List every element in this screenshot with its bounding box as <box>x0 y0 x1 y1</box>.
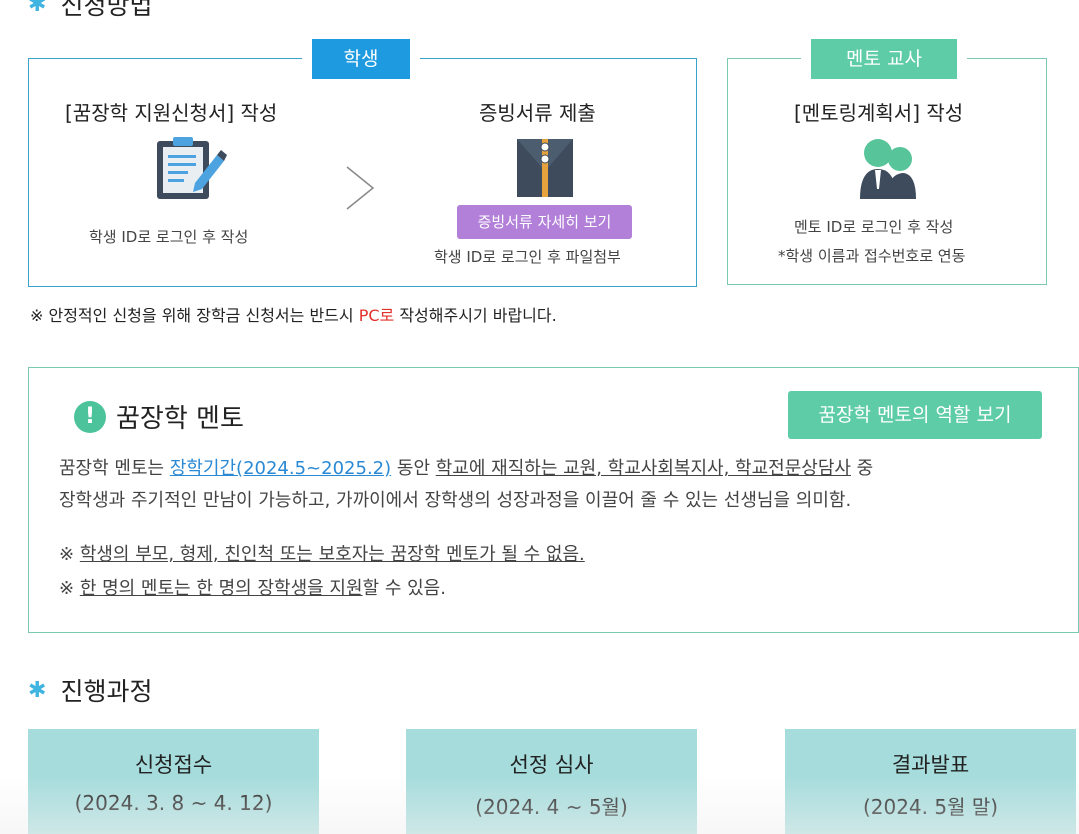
pc-notice-prefix: ※ 안정적인 신청을 위해 장학금 신청서는 반드시 <box>30 306 359 325</box>
note1-text: 학생의 부모, 형제, 친인척 또는 보호자는 꿈장학 멘토가 될 수 없음. <box>79 544 585 565</box>
pc-notice-suffix: 작성해주시기 바랍니다. <box>394 306 557 325</box>
process-step-date: (2024. 5월 말) <box>862 795 999 819</box>
mentor-tag: 멘토 교사 <box>801 39 967 79</box>
mentor-note-family: ※ 학생의 부모, 형제, 친인척 또는 보호자는 꿈장학 멘토가 될 수 없음… <box>59 540 585 566</box>
note1-mark: ※ <box>59 544 80 565</box>
pc-notice: ※ 안정적인 신청을 위해 장학금 신청서는 반드시 PC로 작성해주시기 바랍… <box>30 302 557 326</box>
note2-end: 할 수 있음. <box>362 578 446 599</box>
process-step-announcement: 결과발표 (2024. 5월 말) <box>785 729 1076 834</box>
process-step-date: (2024. 3. 8 ~ 4. 12) <box>74 791 273 815</box>
section-title-apply: ✱ 신청방법 <box>28 0 152 22</box>
mentor-note-link: *학생 이름과 접수번호로 연동 <box>778 247 966 265</box>
desc-eligible-roles: 학교에 재직하는 교원, 학교사회복지사, 학교전문상담사 <box>435 458 851 479</box>
mentor-people-icon <box>860 139 916 199</box>
asterisk-icon: ✱ <box>28 677 47 703</box>
process-step-date: (2024. 4 ~ 5월) <box>475 795 628 819</box>
mentor-desc-line2: 장학생과 주기적인 만남이 가능하고, 가까이에서 장학생의 성장과정을 이끌어… <box>59 490 852 511</box>
mentor-card-title-label: 꿈장학 멘토 <box>116 404 244 434</box>
process-step-title: 선정 심사 <box>509 753 594 777</box>
mentor-note-one-to-one: ※ 한 명의 멘토는 한 명의 장학생을 지원할 수 있음. <box>59 574 446 600</box>
desc-intro: 꿈장학 멘토는 <box>59 458 170 479</box>
note2-mark: ※ <box>59 578 80 599</box>
mentor-note-login: 멘토 ID로 로그인 후 작성 <box>794 218 954 236</box>
student-tag: 학생 <box>302 39 420 79</box>
section-title-process-label: 진행과정 <box>60 677 153 706</box>
desc-mid: 동안 <box>391 458 436 479</box>
student-step1-note: 학생 ID로 로그인 후 작성 <box>89 228 249 246</box>
mentor-role-button[interactable]: 꿈장학 멘토의 역할 보기 <box>788 391 1042 439</box>
document-detail-button[interactable]: 증빙서류 자세히 보기 <box>457 205 632 239</box>
mentor-info-card: ! 꿈장학 멘토 꿈장학 멘토의 역할 보기 꿈장학 멘토는 장학기간(2024… <box>28 367 1079 633</box>
mentor-apply-box: 멘토 교사 [멘토링계획서] 작성 멘토 ID로 로그인 후 작성 *학생 이름… <box>727 39 1047 285</box>
clipboard-pen-icon <box>157 137 227 199</box>
exclamation-icon: ! <box>74 400 106 433</box>
process-step-title: 결과발표 <box>891 753 970 777</box>
chevron-right-icon <box>341 163 377 217</box>
section-title-apply-label: 신청방법 <box>60 0 153 20</box>
process-step-application: 신청접수 (2024. 3. 8 ~ 4. 12) <box>28 729 319 834</box>
student-step2-title: 증빙서류 제출 <box>479 101 596 125</box>
asterisk-icon: ✱ <box>28 0 47 17</box>
process-step-review: 선정 심사 (2024. 4 ~ 5월) <box>406 729 697 834</box>
scholarship-period-link[interactable]: 장학기간(2024.5~2025.2) <box>169 458 392 479</box>
student-apply-box: 학생 [꿈장학 지원신청서] 작성 학생 ID로 로그인 후 작성 증빙서류 제… <box>28 39 697 287</box>
desc-end: 중 <box>850 458 874 479</box>
mentor-desc-line1: 꿈장학 멘토는 장학기간(2024.5~2025.2) 동안 학교에 재직하는 … <box>59 453 873 485</box>
section-title-process: ✱ 진행과정 <box>28 672 152 708</box>
student-step1-title: [꿈장학 지원신청서] 작성 <box>65 101 278 125</box>
student-step2-note: 학생 ID로 로그인 후 파일첨부 <box>434 248 621 266</box>
document-envelope-icon <box>517 139 573 197</box>
mentor-card-title: ! 꿈장학 멘토 <box>74 398 244 435</box>
mentor-plan-title: [멘토링계획서] 작성 <box>794 101 964 125</box>
process-step-title: 신청접수 <box>134 753 213 777</box>
note2-underlined: 한 명의 멘토는 한 명의 장학생을 지원 <box>79 578 363 599</box>
pc-notice-highlight: PC로 <box>358 306 395 325</box>
